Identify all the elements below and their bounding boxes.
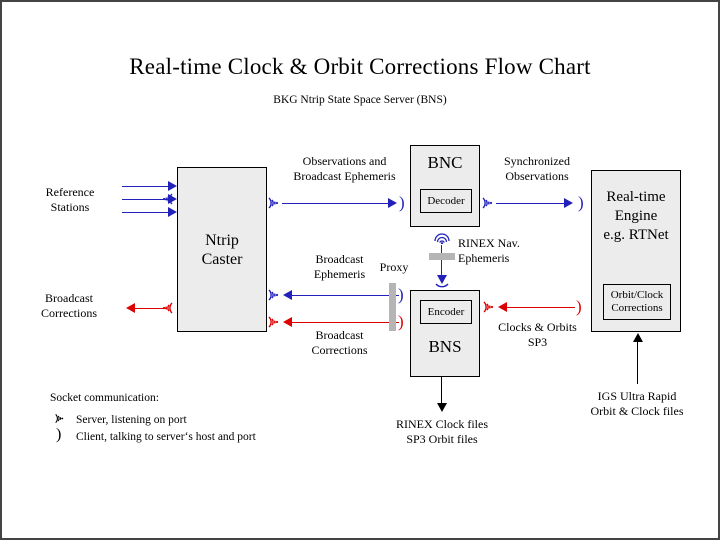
proxy-bar-vertical	[389, 283, 396, 331]
ntrip-caster-box[interactable]: Ntrip Caster	[177, 167, 267, 332]
rinex-clock-line1: RINEX Clock files	[396, 417, 488, 431]
legend: Socket communication: Server, listening …	[50, 392, 256, 445]
arrow-head-refstation-1	[168, 181, 177, 191]
arrow-line-clocks-orbits	[507, 307, 575, 308]
rinex-nav-line1: RINEX Nav.	[458, 236, 520, 250]
server-socket-icon	[432, 230, 450, 244]
arrow-line-igs-ultra-rapid	[637, 342, 638, 384]
arrow-line-broadcast-ephemeris	[292, 295, 399, 296]
obs-be-line2: Broadcast Ephemeris	[293, 169, 396, 183]
legend-server-text: Server, listening on port	[76, 413, 187, 426]
arrow-head-clocks-orbits	[498, 302, 507, 312]
bnc-box[interactable]: BNC Decoder	[410, 145, 480, 227]
ntrip-caster-label: Ntrip Caster	[178, 231, 266, 269]
bns-label: BNS	[428, 337, 462, 356]
synchronized-observations-label: Synchronized Observations	[482, 154, 592, 184]
page-title: Real-time Clock & Orbit Corrections Flow…	[129, 54, 591, 79]
arrow-line-refstation-1	[122, 186, 170, 187]
engine-line3: e.g. RTNet	[603, 227, 669, 243]
igs-ultra-rapid-label: IGS Ultra Rapid Orbit & Clock files	[572, 389, 702, 419]
reference-stations-line1: Reference	[45, 185, 95, 199]
realtime-engine-label: Real-time Engine e.g. RTNet	[592, 188, 680, 245]
bns-encoder-subbox[interactable]: Encoder	[420, 300, 472, 324]
engine-line2: Engine	[614, 208, 658, 224]
client-socket-icon	[432, 283, 450, 293]
bnc-decoder-subbox[interactable]: Decoder	[420, 189, 472, 213]
arrow-line-refstation-3	[122, 212, 170, 213]
legend-row-client: ) Client, talking to server‘s host and p…	[50, 426, 256, 445]
arrow-line-observations	[282, 203, 390, 204]
bc-left-line2: Corrections	[41, 306, 97, 320]
legend-row-server: Server, listening on port	[50, 411, 256, 428]
clocks-orbits-label: Clocks & Orbits SP3	[480, 320, 595, 350]
legend-client-text: Client, talking to server‘s host and por…	[76, 430, 256, 443]
sync-obs-line2: Observations	[505, 169, 569, 183]
client-socket-icon: )	[56, 426, 62, 443]
server-socket-icon	[160, 190, 176, 208]
arrow-line-broadcast-corrections-left	[135, 308, 167, 309]
reference-stations-line2: Stations	[50, 200, 90, 214]
server-socket-icon	[480, 298, 496, 316]
arrow-line-broadcast-corrections-mid	[292, 322, 399, 323]
obs-be-line1: Observations and	[302, 154, 387, 168]
clocks-orbits-line2: SP3	[527, 335, 548, 349]
reference-stations-label: Reference Stations	[20, 185, 120, 215]
bcast-eph-line2: Ephemeris	[313, 267, 366, 281]
arrow-head-broadcast-corrections-mid	[283, 317, 292, 327]
igs-ultra-line1: IGS Ultra Rapid	[597, 389, 677, 403]
rinex-clock-files-label: RINEX Clock files SP3 Orbit files	[372, 417, 512, 447]
broadcast-corrections-mid-label: Broadcast Corrections	[287, 328, 392, 358]
server-socket-icon	[265, 286, 281, 304]
broadcast-ephemeris-label: Broadcast Ephemeris	[287, 252, 392, 282]
bc-left-line1: Broadcast	[45, 291, 93, 305]
realtime-engine-box[interactable]: Real-time Engine e.g. RTNet Orbit/Clock …	[591, 170, 681, 332]
bns-box[interactable]: Encoder BNS	[410, 290, 480, 377]
arrow-line-sync-observations	[496, 203, 566, 204]
server-socket-icon	[265, 313, 281, 331]
client-socket-icon: )	[576, 297, 582, 316]
arrow-head-igs-ultra-rapid	[633, 333, 643, 342]
clocks-orbits-line1: Clocks & Orbits	[498, 320, 577, 334]
proxy-bar-horizontal	[429, 253, 455, 260]
arrow-line-rinex-nav	[441, 245, 442, 277]
bnc-label: BNC	[427, 153, 463, 172]
igs-ultra-line2: Orbit & Clock files	[590, 404, 684, 418]
page-subtitle: BKG Ntrip State Space Server (BNS)	[273, 94, 447, 106]
observations-broadcast-ephemeris-label: Observations and Broadcast Ephemeris	[272, 154, 417, 184]
server-socket-icon	[160, 299, 176, 317]
ntrip-caster-line2: Caster	[201, 251, 243, 268]
arrow-head-sync-observations	[564, 198, 573, 208]
ntrip-caster-line1: Ntrip	[205, 232, 239, 249]
server-socket-icon	[479, 194, 495, 212]
server-socket-icon	[50, 411, 76, 428]
client-socket-icon: )	[398, 285, 404, 304]
arrow-head-observations	[388, 198, 397, 208]
client-socket-icon: )	[578, 193, 584, 212]
broadcast-corrections-left-label: Broadcast Corrections	[14, 291, 124, 321]
bc-mid-line1: Broadcast	[315, 328, 364, 342]
arrow-head-broadcast-corrections-left	[126, 303, 135, 313]
orbit-clock-corrections-subbox[interactable]: Orbit/Clock Corrections	[603, 284, 671, 320]
arrow-line-rinex-clock-files	[441, 377, 442, 405]
arrow-head-rinex-nav	[437, 275, 447, 284]
client-socket-icon: )	[399, 193, 405, 212]
arrow-head-refstation-2	[168, 194, 177, 204]
rinex-nav-line2: Ephemeris	[458, 251, 510, 265]
proxy-label: Proxy	[379, 260, 409, 274]
orbit-clock-line1: Orbit/Clock	[610, 289, 664, 301]
legend-title: Socket communication:	[50, 392, 159, 404]
orbit-clock-line2: Corrections	[611, 302, 663, 314]
server-socket-icon	[265, 194, 281, 212]
engine-line1: Real-time	[606, 189, 666, 205]
sync-obs-line1: Synchronized	[504, 154, 570, 168]
rinex-nav-ephemeris-label: RINEX Nav. Ephemeris	[458, 236, 558, 266]
client-socket-icon: )	[398, 312, 404, 331]
bc-mid-line2: Corrections	[311, 343, 368, 357]
bcast-eph-line1: Broadcast	[315, 252, 364, 266]
arrow-line-refstation-2	[122, 199, 170, 200]
arrow-head-refstation-3	[168, 207, 177, 217]
arrow-head-rinex-clock-files	[437, 403, 447, 412]
arrow-head-broadcast-ephemeris	[283, 290, 292, 300]
rinex-clock-line2: SP3 Orbit files	[406, 432, 478, 446]
